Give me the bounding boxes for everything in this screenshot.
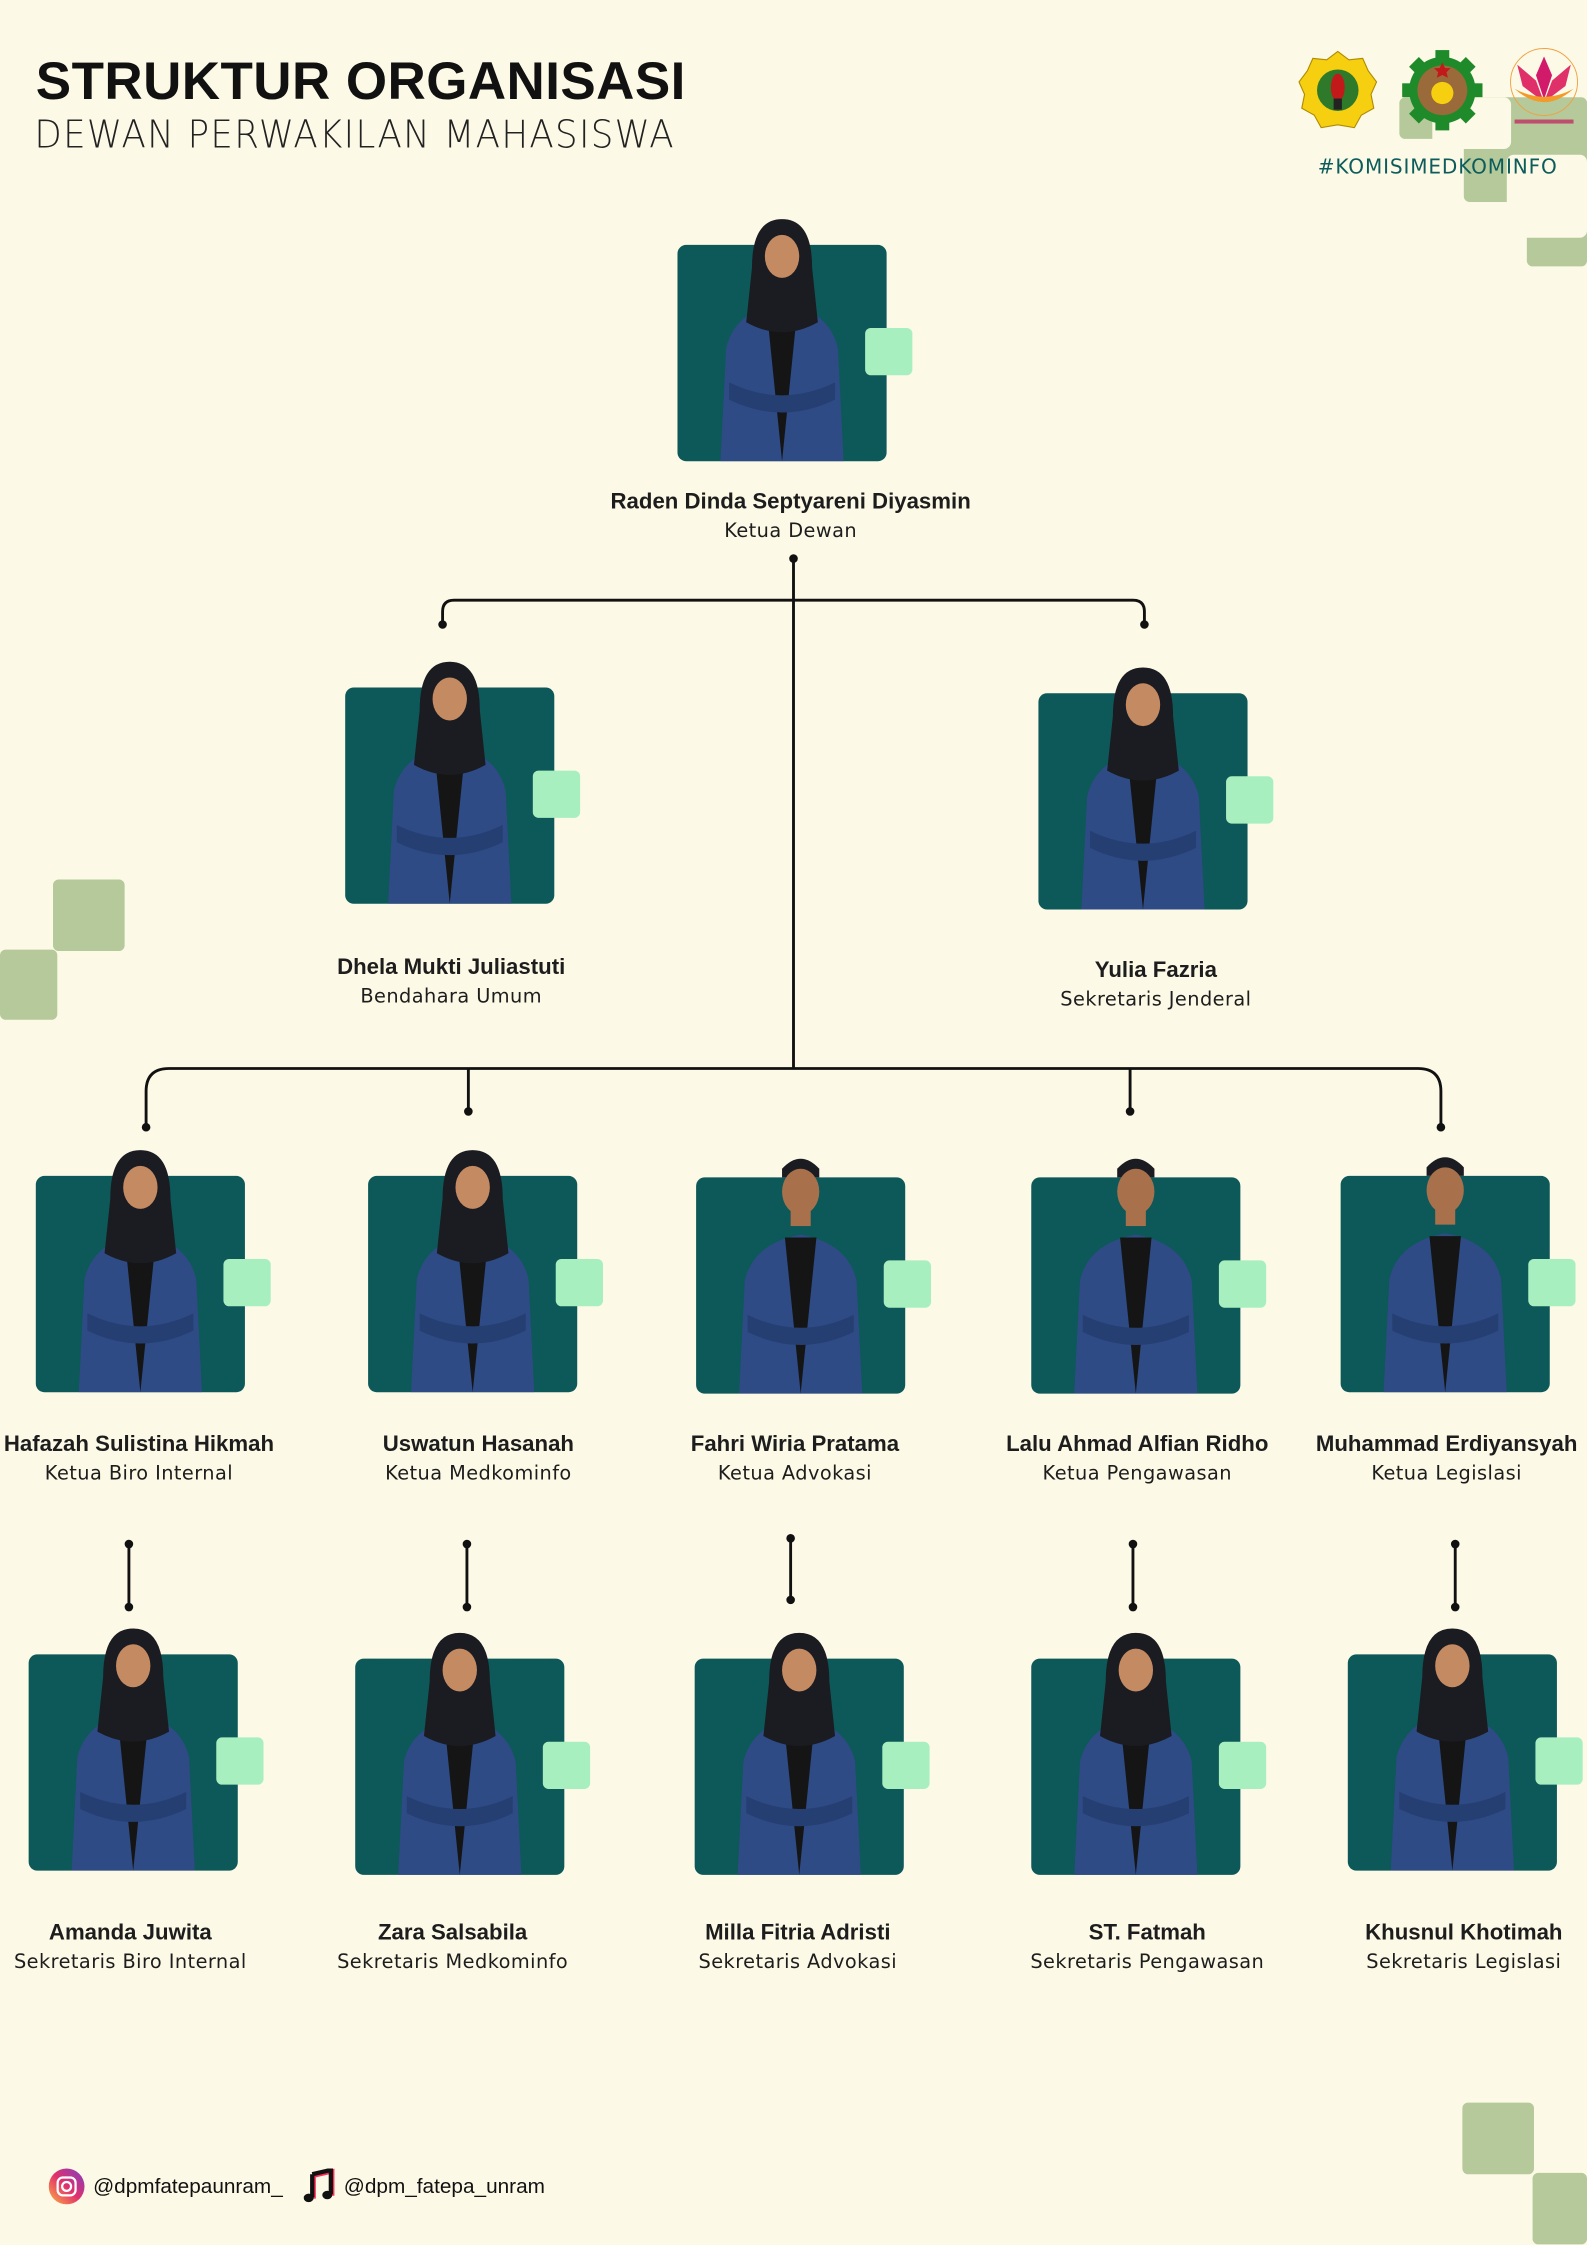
member-name: Milla Fitria Adristi: [705, 1920, 891, 1946]
member-photo: [36, 1150, 245, 1393]
member-role: Sekretaris Jenderal: [1060, 988, 1252, 1012]
member-photo: [1348, 1628, 1557, 1871]
member-name: Raden Dinda Septyareni Diyasmin: [610, 489, 971, 515]
member-photo-card: [368, 1150, 604, 1393]
member-role: Ketua Dewan: [724, 519, 858, 543]
member-photo-card: [1038, 667, 1274, 910]
member-photo-card: [355, 1632, 591, 1875]
accent-square: [532, 770, 581, 818]
member-photo-card: [694, 1632, 930, 1875]
member-name: Uswatun Hasanah: [382, 1432, 575, 1457]
member-photo-card: [1347, 1628, 1583, 1871]
music-note-icon: [303, 2168, 335, 2203]
member-role: Sekretaris Biro Internal: [13, 1950, 247, 1974]
accent-square: [223, 1259, 271, 1307]
member-photo: [1031, 1158, 1240, 1394]
tiktok-handle[interactable]: @dpm_fatepa_unram: [303, 2168, 545, 2205]
accent-square: [883, 1260, 932, 1308]
decor-block: [1532, 2172, 1587, 2245]
member-photo-card: [1031, 1632, 1267, 1875]
member-role: Ketua Legislasi: [1371, 1462, 1522, 1486]
member-role: Sekretaris Advokasi: [698, 1950, 898, 1974]
member-photo: [1038, 667, 1247, 910]
member-role: Sekretaris Medkominfo: [337, 1950, 569, 1974]
member-role: Ketua Medkominfo: [385, 1462, 572, 1486]
member-name: Khusnul Khotimah: [1365, 1920, 1563, 1946]
accent-square: [1226, 776, 1274, 824]
member-name: Zara Salsabila: [377, 1920, 528, 1946]
member-photo: [355, 1632, 564, 1875]
accent-square: [1218, 1260, 1267, 1308]
member-photo-card: [1340, 1157, 1576, 1393]
member-name: Hafazah Sulistina Hikmah: [3, 1432, 275, 1457]
member-photo: [1341, 1157, 1550, 1393]
dewan-perwakilan-mahasiswa-logo: [1402, 50, 1483, 131]
decor-block: [0, 949, 58, 1020]
instagram-handle-text: @dpmfatepaunram_: [93, 2174, 283, 2198]
member-name: Muhammad Erdiyansyah: [1315, 1432, 1578, 1457]
decor-block: [1462, 2102, 1535, 2175]
accent-square: [1218, 1741, 1267, 1789]
member-photo-card: [1031, 1158, 1267, 1394]
accent-square: [1528, 1259, 1576, 1307]
adhikara-harmonia-logo: [1510, 48, 1578, 124]
accent-square: [542, 1741, 591, 1789]
universitas-mataram-logo: [1298, 50, 1378, 129]
decor-block: [52, 879, 125, 952]
member-photo-card: [35, 1150, 271, 1393]
decor-notch: [1506, 154, 1587, 238]
member-name: Fahri Wiria Pratama: [690, 1432, 900, 1457]
page-title: STRUKTUR ORGANISASI: [35, 51, 686, 111]
accent-square: [865, 327, 913, 376]
member-name: Lalu Ahmad Alfian Ridho: [1006, 1432, 1269, 1457]
accent-square: [1535, 1737, 1583, 1785]
member-photo: [1031, 1632, 1240, 1875]
member-role: Sekretaris Pengawasan: [1030, 1950, 1265, 1974]
member-photo: [696, 1158, 905, 1394]
member-photo: [345, 661, 554, 904]
accent-square: [216, 1737, 264, 1785]
accent-square: [555, 1259, 604, 1307]
member-photo: [29, 1628, 238, 1871]
page-subtitle: DEWAN PERWAKILAN MAHASISWA: [34, 113, 675, 158]
instagram-handle[interactable]: @dpmfatepaunram_: [48, 2168, 283, 2205]
member-name: ST. Fatmah: [1088, 1920, 1206, 1946]
hashtag-label: #KOMISIMEDKOMINFO: [1317, 156, 1558, 180]
member-name: Amanda Juwita: [48, 1920, 212, 1946]
accent-square: [882, 1741, 930, 1789]
member-photo: [368, 1150, 577, 1393]
member-name: Dhela Mukti Juliastuti: [337, 955, 566, 980]
member-photo-card: [677, 219, 913, 462]
member-name: Yulia Fazria: [1094, 958, 1217, 983]
member-photo-card: [28, 1628, 264, 1871]
member-role: Bendahara Umum: [360, 985, 543, 1009]
member-role: Sekretaris Legislasi: [1366, 1950, 1562, 1974]
member-photo-card: [345, 661, 581, 904]
member-photo: [695, 1632, 904, 1875]
member-role: Ketua Pengawasan: [1042, 1462, 1232, 1486]
member-photo-card: [696, 1158, 932, 1394]
member-role: Ketua Advokasi: [717, 1462, 872, 1486]
member-role: Ketua Biro Internal: [44, 1462, 234, 1486]
tiktok-handle-text: @dpm_fatepa_unram: [343, 2174, 545, 2198]
instagram-icon: [48, 2168, 85, 2205]
member-photo: [677, 219, 886, 462]
